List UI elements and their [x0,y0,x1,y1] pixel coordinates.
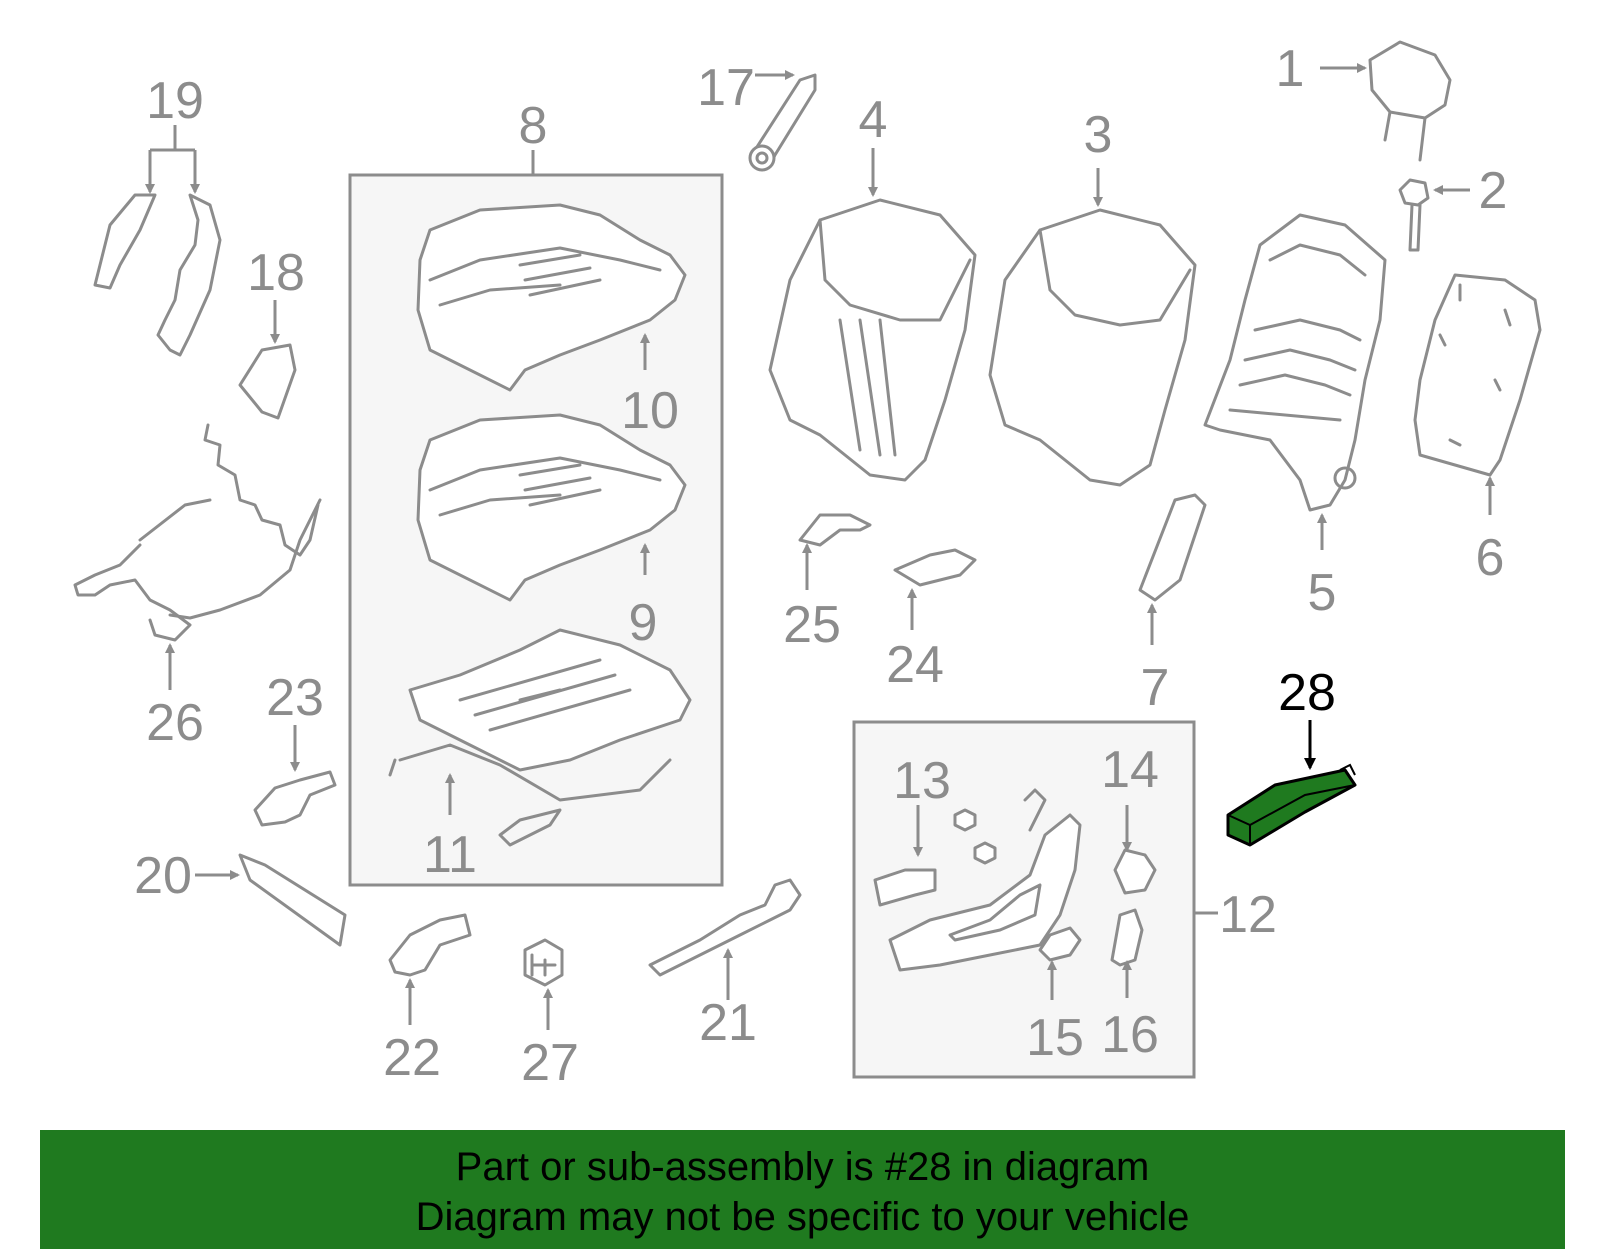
part-27-clip[interactable] [523,938,564,987]
callout-25: 25 [783,596,841,654]
callout-15: 15 [1026,1009,1084,1067]
callout-13: 13 [893,752,951,810]
callout-20: 20 [134,847,192,905]
part-10-cushion-cover[interactable] [416,203,687,392]
callout-27: 27 [521,1034,579,1092]
part-28-control-module[interactable] [1226,763,1357,847]
callout-2: 2 [1479,162,1508,220]
callout-16: 16 [1101,1006,1159,1064]
callout-12: 12 [1219,886,1277,944]
part-12-side-cover[interactable] [888,788,1082,972]
callout-18: 18 [247,244,305,302]
callout-23: 23 [266,669,324,727]
callout-24: 24 [886,636,944,694]
part-7-side-shield[interactable] [1138,493,1207,602]
part-19-side-trim[interactable] [93,193,222,357]
banner-line-1: Part or sub-assembly is #28 in diagram [455,1145,1150,1189]
callout-7: 7 [1141,659,1170,717]
part-25-bracket[interactable] [798,513,872,547]
banner-line-2: Diagram may not be specific to your vehi… [415,1195,1190,1239]
part-1-headrest[interactable] [1368,40,1452,162]
part-22-bracket[interactable] [388,913,472,977]
callout-6: 6 [1476,529,1505,587]
part-24-bracket[interactable] [893,548,977,587]
part-17-recliner-lever[interactable] [748,73,817,172]
callout-21: 21 [699,994,757,1052]
callout-labels: 1 2 3 4 5 6 7 8 9 10 11 12 13 14 15 16 1… [134,40,1507,1092]
part-11-cushion-frame[interactable] [388,628,692,847]
leader-arrows [145,63,1495,1030]
callout-11: 11 [423,826,477,884]
callout-8: 8 [519,97,548,155]
part-13-bracket[interactable] [873,868,937,907]
part-2-headrest-guide[interactable] [1398,178,1430,252]
part-20-trim-strip[interactable] [238,853,347,947]
callout-19: 19 [146,72,204,130]
part-5-seatback-frame[interactable] [1203,213,1387,512]
part-6-back-panel[interactable] [1413,273,1542,477]
callout-1: 1 [1276,40,1305,98]
part-4-seatback-cover[interactable] [768,198,977,482]
callout-14: 14 [1101,741,1159,799]
callout-5: 5 [1308,564,1337,622]
callout-26: 26 [146,694,204,752]
part-26-wiring-harness[interactable] [73,423,322,642]
part-13-nut[interactable] [953,808,997,865]
part-21-rail-cover[interactable] [648,878,802,977]
part-9-cushion-pad[interactable] [416,413,687,602]
info-banner: Part or sub-assembly is #28 in diagram D… [40,1130,1565,1249]
callout-4: 4 [859,91,888,149]
callout-28-highlighted: 28 [1278,664,1336,722]
callout-17: 17 [697,59,755,117]
callout-3: 3 [1084,106,1113,164]
part-16-knob[interactable] [1110,908,1144,967]
callout-10: 10 [621,382,679,440]
part-18-cover[interactable] [238,343,297,420]
part-23-bracket[interactable] [253,770,337,827]
callout-9: 9 [629,594,658,652]
callout-22: 22 [383,1029,441,1087]
part-3-seatback-pad[interactable] [988,208,1197,487]
